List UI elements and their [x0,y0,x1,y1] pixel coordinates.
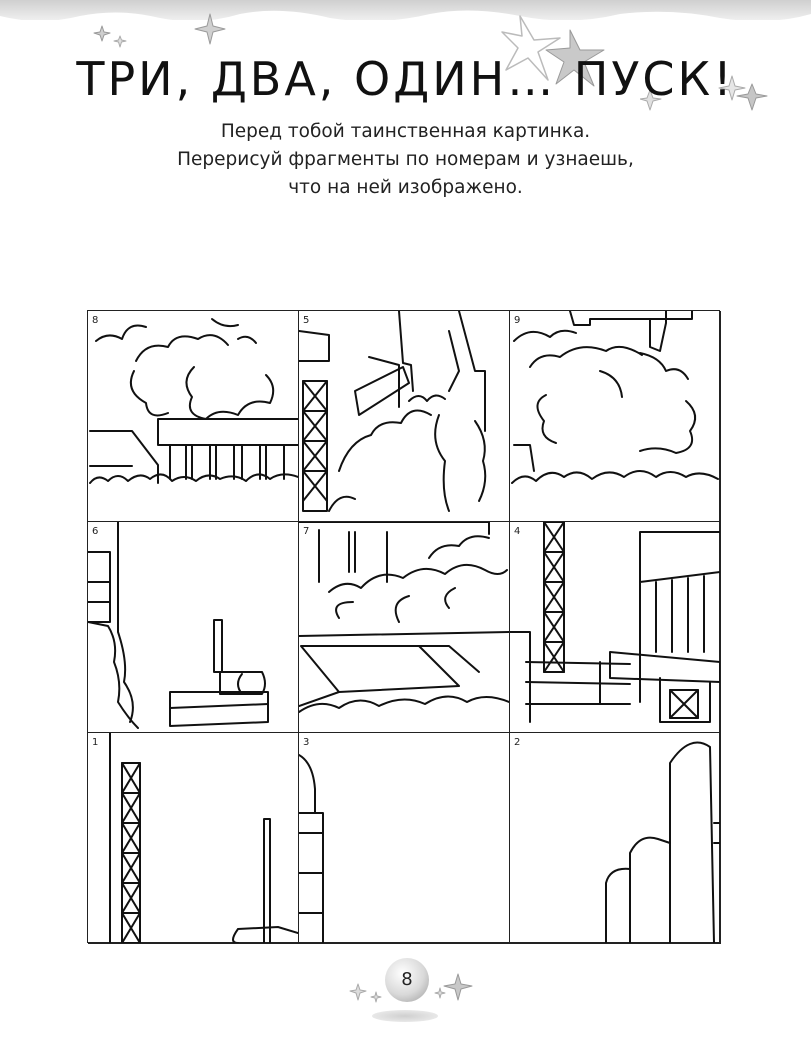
cell-number: 1 [92,737,99,748]
page-title: ТРИ, ДВА, ОДИН… ПУСК! [76,52,735,106]
page-number-shadow [372,1010,438,1022]
fragment-tower-building [510,522,720,723]
cell-number: 6 [92,526,99,537]
fragment-tower-pole [109,733,298,943]
grid-cell: 1 [88,733,299,944]
top-decorative-band [0,0,811,30]
grid-cell: 8 [88,311,299,522]
instructions: Перед тобой таинственная картинка. Перер… [120,118,691,202]
grid-cell: 2 [510,733,721,944]
instruction-line: что на ней изображено. [288,177,523,198]
fragment-rocket-tower [299,311,487,512]
star-right-of-page-icon [434,973,473,1001]
fragment-rocket-nose [605,741,720,943]
star-cluster-right-icon [640,75,768,111]
cell-number: 3 [303,737,310,748]
puzzle-grid: 8 5 [87,310,721,944]
fragment-clouds-building [89,318,298,484]
fragment-road-clouds [299,522,509,713]
grid-cell: 6 [88,522,299,733]
cloud-edge-icon [0,10,811,30]
cell-number: 5 [303,315,310,326]
grid-cell: 7 [299,522,510,733]
star-cluster-icon [93,25,127,48]
grid-cell: 9 [510,311,721,522]
grid-cell: 4 [510,522,721,733]
cell-number: 4 [514,526,521,537]
cell-number: 8 [92,315,99,326]
star-left-of-page-icon [349,983,382,1003]
fragment-rocket-base [88,522,269,729]
instruction-line: Перед тобой таинственная картинка. [220,121,591,142]
cell-number: 2 [514,737,521,748]
instruction-line: Перерисуй фрагменты по номерам и узнаешь… [177,149,634,170]
grid-cell: 3 [299,733,510,944]
fragment-clouds-right [511,311,719,484]
star-icon [194,13,226,45]
cell-number: 7 [303,526,310,537]
fragment-rocket-edge [299,754,324,943]
big-star-icon [501,15,605,87]
grid-cell: 5 [299,311,510,522]
cell-number: 9 [514,315,521,326]
page-number: 8 [401,969,413,990]
page-number-badge: 8 [385,958,429,1002]
